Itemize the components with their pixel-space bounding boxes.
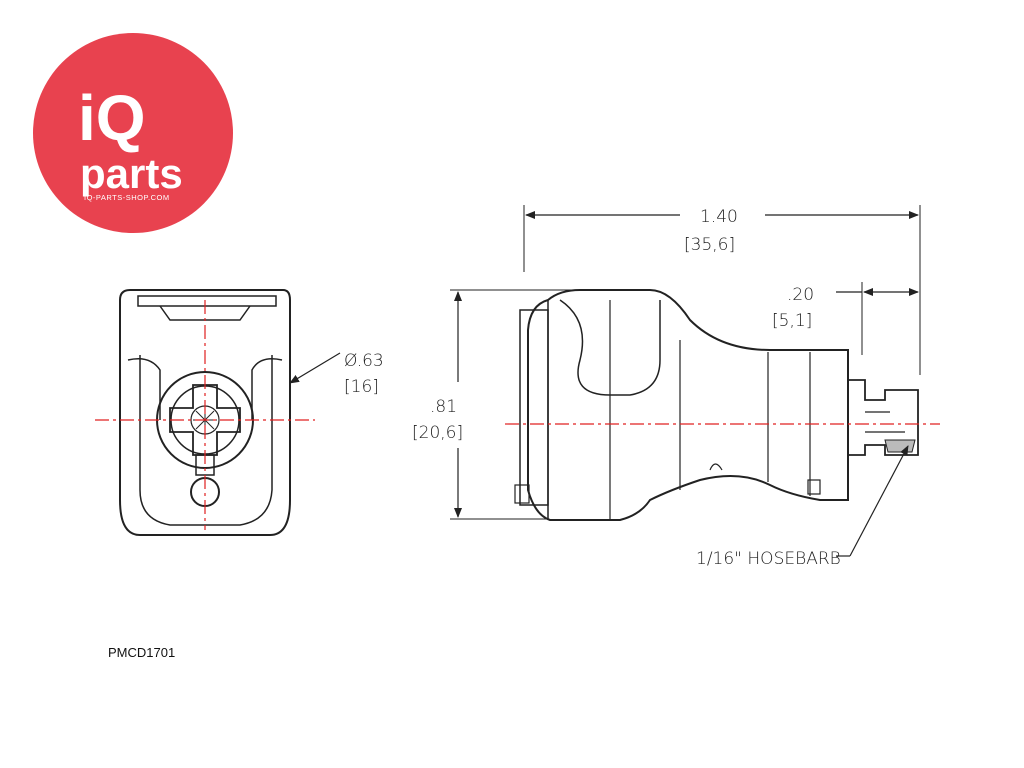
diameter-inch-label: Ø.63 bbox=[344, 351, 384, 371]
height-inch-label: .81 bbox=[430, 397, 457, 417]
end-view bbox=[119, 289, 341, 536]
barb-length-mm-label: [5,1] bbox=[772, 311, 812, 331]
logo-text-bottom: parts bbox=[80, 150, 183, 197]
hosebarb-callout-label: 1/16" HOSEBARB bbox=[696, 549, 841, 569]
side-view bbox=[450, 205, 921, 557]
iq-parts-logo: iQ parts IQ-PARTS-SHOP.COM bbox=[33, 33, 233, 233]
end-view-centerlines bbox=[95, 300, 315, 530]
height-mm-label: [20,6] bbox=[412, 423, 463, 443]
logo-text-top: iQ bbox=[78, 82, 146, 154]
part-code: PMCD1701 bbox=[108, 645, 176, 660]
logo-circle bbox=[33, 33, 233, 233]
barb-length-inch-label: .20 bbox=[787, 285, 814, 305]
diameter-mm-label: [16] bbox=[344, 377, 379, 397]
overall-length-mm-label: [35,6] bbox=[684, 235, 735, 255]
logo-url: IQ-PARTS-SHOP.COM bbox=[84, 193, 170, 202]
overall-length-inch-label: 1.40 bbox=[700, 207, 738, 227]
